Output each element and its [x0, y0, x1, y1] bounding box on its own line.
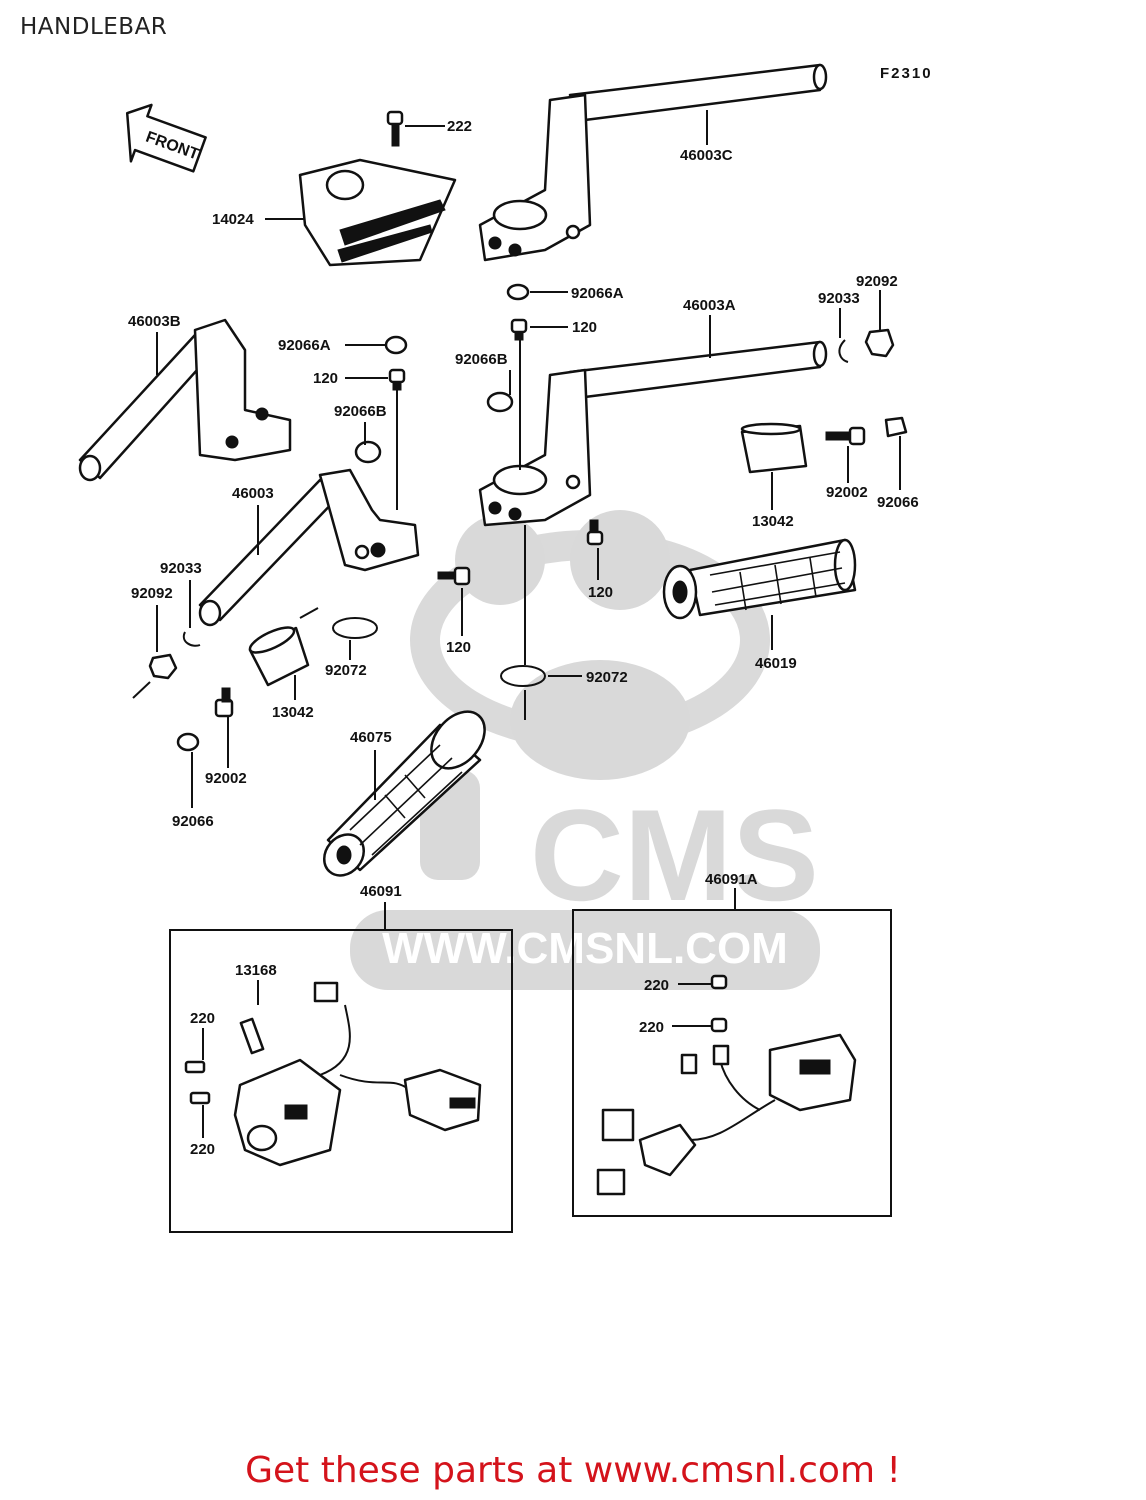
label-92072-left: 92072	[325, 662, 367, 679]
label-46003: 46003	[232, 485, 274, 502]
part-120-bolt-lower-mid	[437, 566, 471, 586]
label-92066A-left: 92066A	[278, 337, 331, 354]
footer-cta-link[interactable]: Get these parts at www.cmsnl.com !	[245, 1450, 901, 1491]
label-92033-right: 92033	[818, 290, 860, 307]
label-120-lower-right: 120	[588, 584, 613, 601]
part-92066B-plug-right	[486, 391, 514, 413]
label-92092-left: 92092	[131, 585, 173, 602]
part-92072-clamp-left	[332, 617, 378, 639]
part-46003C-handlebar	[478, 63, 828, 262]
part-92033-circlip-left	[182, 631, 201, 647]
label-120-left: 120	[313, 370, 338, 387]
label-92066-right: 92066	[877, 494, 919, 511]
label-92092-right: 92092	[856, 273, 898, 290]
part-92002-bolt-right	[825, 426, 866, 446]
part-92066-washer-right	[884, 416, 908, 438]
label-46019: 46019	[755, 655, 797, 672]
part-222-bolt	[386, 110, 404, 147]
page-title: HANDLEBAR	[20, 14, 168, 40]
label-220-b: 220	[190, 1141, 215, 1158]
label-14024: 14024	[212, 211, 254, 228]
footer-cta: Get these parts at www.cmsnl.com !	[0, 1450, 1146, 1491]
group-46091-label: 46091	[360, 883, 402, 900]
label-92072-right: 92072	[586, 669, 628, 686]
part-92002-bolt-left	[214, 687, 234, 718]
part-46003B-handlebar	[78, 318, 292, 482]
switch-assembly-left	[184, 981, 482, 1167]
watermark-url: WWW.CMSNL.COM	[382, 924, 788, 973]
parts-diagram: CMS WWW.CMSNL.COM F2310 FRONT	[78, 63, 933, 1233]
part-13042-weight-left	[248, 626, 310, 687]
label-220-c: 220	[644, 977, 669, 994]
part-14024-cover	[298, 158, 457, 267]
label-13042-right: 13042	[752, 513, 794, 530]
part-92092-nut-left	[148, 653, 178, 680]
part-labels: 222 14024 46003C 92066A 46003A 92033 920…	[128, 118, 919, 1158]
group-46091-box: 46091	[169, 883, 513, 1233]
label-92066-left: 92066	[172, 813, 214, 830]
switch-assembly-right	[596, 974, 857, 1196]
part-46019-grip	[662, 538, 857, 620]
label-13168: 13168	[235, 962, 277, 979]
leader-lines	[132, 110, 901, 1138]
part-92066A-plug-top	[506, 283, 530, 301]
label-92066B-right: 92066B	[455, 351, 508, 368]
group-46091A-box: 46091A	[572, 871, 892, 1217]
watermark: CMS WWW.CMSNL.COM	[350, 510, 820, 990]
label-220-d: 220	[639, 1019, 664, 1036]
label-46003B: 46003B	[128, 313, 181, 330]
watermark-mascot	[410, 510, 770, 880]
label-92033-left: 92033	[160, 560, 202, 577]
label-92002-left: 92002	[205, 770, 247, 787]
part-13042-weight-right	[740, 422, 808, 474]
part-92066B-plug-left	[354, 440, 382, 464]
label-92002-right: 92002	[826, 484, 868, 501]
front-arrow-icon: FRONT	[125, 103, 207, 173]
label-92066A-top: 92066A	[571, 285, 624, 302]
part-46003-handlebar	[198, 468, 420, 627]
part-120-bolt-top	[510, 318, 528, 341]
label-46075: 46075	[350, 729, 392, 746]
diagram-code: F2310	[880, 65, 933, 82]
watermark-brand: CMS	[530, 782, 819, 928]
part-92066-washer-left	[176, 732, 200, 752]
label-46003A: 46003A	[683, 297, 736, 314]
label-13042-left: 13042	[272, 704, 314, 721]
label-120-mid: 120	[572, 319, 597, 336]
part-92033-circlip-right	[838, 339, 849, 363]
label-120-lower-mid: 120	[446, 639, 471, 656]
label-220-a: 220	[190, 1010, 215, 1027]
label-92066B-left: 92066B	[334, 403, 387, 420]
group-46091A-label: 46091A	[705, 871, 758, 888]
part-92066A-plug-left	[384, 335, 408, 355]
part-120-bolt-left	[388, 368, 406, 391]
part-120-bolt-lower-right	[586, 519, 604, 546]
part-46075-grip	[322, 710, 486, 877]
part-92092-nut-right	[864, 328, 895, 358]
part-92072-clamp-right	[500, 665, 546, 687]
label-222: 222	[447, 118, 472, 135]
label-46003C: 46003C	[680, 147, 733, 164]
part-46003A-handlebar	[478, 340, 828, 527]
